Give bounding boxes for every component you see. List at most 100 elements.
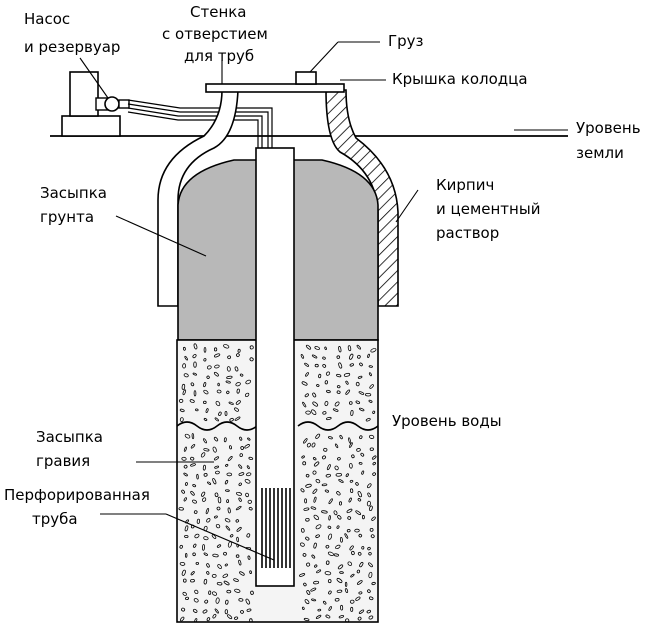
gravel-pebble bbox=[213, 347, 218, 352]
brick-wall bbox=[325, 89, 399, 307]
label-brick-2: и цементный bbox=[436, 200, 540, 218]
gravel-pebble bbox=[356, 580, 363, 585]
gravel-pebble bbox=[314, 564, 318, 568]
gravel-pebble bbox=[340, 604, 344, 611]
gravel-pebble bbox=[299, 542, 305, 547]
gravel-pebble bbox=[314, 346, 320, 350]
label-pump-2: и резервуар bbox=[24, 38, 120, 56]
gravel-pebble bbox=[312, 470, 317, 475]
gravel-pebble bbox=[368, 434, 375, 439]
gravel-pebble bbox=[361, 546, 365, 550]
gravel-pebble bbox=[179, 417, 184, 422]
gravel-pebble bbox=[345, 473, 349, 478]
gravel-pebble bbox=[366, 500, 371, 507]
gravel-pebble bbox=[192, 552, 196, 557]
gravel-pebble bbox=[184, 534, 189, 539]
gravel-pebble bbox=[370, 348, 377, 353]
gravel-pebble bbox=[211, 591, 218, 596]
gravel-pebble bbox=[190, 490, 195, 496]
label-wall-1: Стенка bbox=[190, 3, 247, 21]
gravel-pebble bbox=[325, 473, 331, 478]
gravel-pebble bbox=[212, 613, 217, 619]
gravel-pebble bbox=[222, 573, 229, 578]
gravel-pebble bbox=[227, 355, 231, 360]
gravel-pebble bbox=[324, 571, 332, 576]
gravel-pebble bbox=[336, 385, 341, 389]
gravel-pebble bbox=[224, 518, 231, 523]
gravel-pebble bbox=[182, 389, 187, 396]
gravel-pebble bbox=[215, 470, 220, 475]
gravel-pebble bbox=[359, 435, 363, 440]
gravel-pebble bbox=[225, 525, 231, 531]
gravel-pebble bbox=[223, 344, 230, 349]
gravel-pebble bbox=[192, 543, 197, 548]
gravel-pebble bbox=[224, 609, 228, 615]
gravel-pebble bbox=[311, 409, 317, 416]
gravel-pebble bbox=[216, 389, 222, 394]
gravel-pebble bbox=[224, 563, 228, 567]
gravel-pebble bbox=[299, 573, 306, 577]
gravel-pebble bbox=[214, 465, 220, 469]
gravel-pebble bbox=[327, 525, 332, 529]
gravel-pebble bbox=[247, 555, 251, 560]
gravel-pebble bbox=[236, 526, 242, 532]
gravel-pebble bbox=[227, 456, 233, 462]
gravel-pebble bbox=[183, 497, 187, 502]
gravel-pebble bbox=[203, 438, 207, 444]
gravel-pebble bbox=[313, 580, 320, 585]
gravel-pebble bbox=[368, 571, 373, 579]
gravel-pebble bbox=[244, 392, 250, 397]
gravel-pebble bbox=[183, 464, 188, 469]
gravel-pebble bbox=[206, 518, 211, 523]
gravel-pebble bbox=[333, 510, 338, 516]
gravel-pebble bbox=[338, 479, 344, 483]
gravel-pebble bbox=[333, 553, 340, 557]
gravel-pebble bbox=[301, 455, 305, 459]
gravel-pebble bbox=[332, 408, 339, 412]
gravel-pebble bbox=[192, 484, 197, 488]
gravel-pebble bbox=[348, 442, 353, 448]
gravel-pebble bbox=[229, 445, 232, 450]
gravel-pebble bbox=[314, 363, 319, 368]
gravel-pebble bbox=[355, 510, 362, 515]
gravel-pebble bbox=[217, 564, 222, 570]
gravel-pebble bbox=[371, 516, 376, 521]
gravel-pebble bbox=[205, 508, 210, 515]
gravel-pebble bbox=[312, 488, 318, 494]
gravel-pebble bbox=[334, 443, 339, 449]
gravel-pebble bbox=[300, 528, 305, 533]
gravel-pebble bbox=[212, 478, 217, 485]
gravel-pebble bbox=[312, 401, 319, 407]
gravel-pebble bbox=[245, 598, 251, 605]
gravel-pebble bbox=[303, 438, 308, 444]
gravel-pebble bbox=[194, 618, 198, 622]
gravel-pebble bbox=[216, 544, 222, 548]
gravel-pebble bbox=[203, 552, 209, 556]
gravel-pebble bbox=[203, 400, 207, 405]
gravel-pebble bbox=[344, 533, 349, 539]
gravel-pebble bbox=[190, 463, 196, 467]
gravel-pebble bbox=[358, 609, 365, 614]
gravel-pebble bbox=[335, 472, 342, 477]
gravel-pebble bbox=[227, 614, 233, 620]
gravel-pebble bbox=[248, 456, 254, 460]
gravel-pebble bbox=[311, 442, 316, 448]
gravel-pebble bbox=[371, 455, 377, 460]
gravel-pebble bbox=[223, 580, 230, 586]
gravel-pebble bbox=[325, 614, 331, 619]
water-level-line bbox=[176, 421, 379, 431]
label-ground-1: Уровень bbox=[576, 119, 641, 137]
gravel-pebble bbox=[325, 560, 330, 565]
gravel-pebble bbox=[367, 492, 371, 498]
gravel-pebble bbox=[361, 514, 365, 520]
gravel-pebble bbox=[326, 464, 331, 471]
gravel-pebble bbox=[300, 488, 305, 493]
gravel-pebble bbox=[344, 581, 348, 587]
gravel-pebble bbox=[359, 561, 364, 568]
gravel-pebble bbox=[321, 483, 328, 487]
gravel-pebble bbox=[184, 355, 188, 361]
gravel-pebble bbox=[225, 489, 230, 492]
gravel-pebble bbox=[349, 545, 354, 551]
gravel-pebble bbox=[213, 515, 218, 519]
gravel-pebble bbox=[300, 354, 305, 359]
